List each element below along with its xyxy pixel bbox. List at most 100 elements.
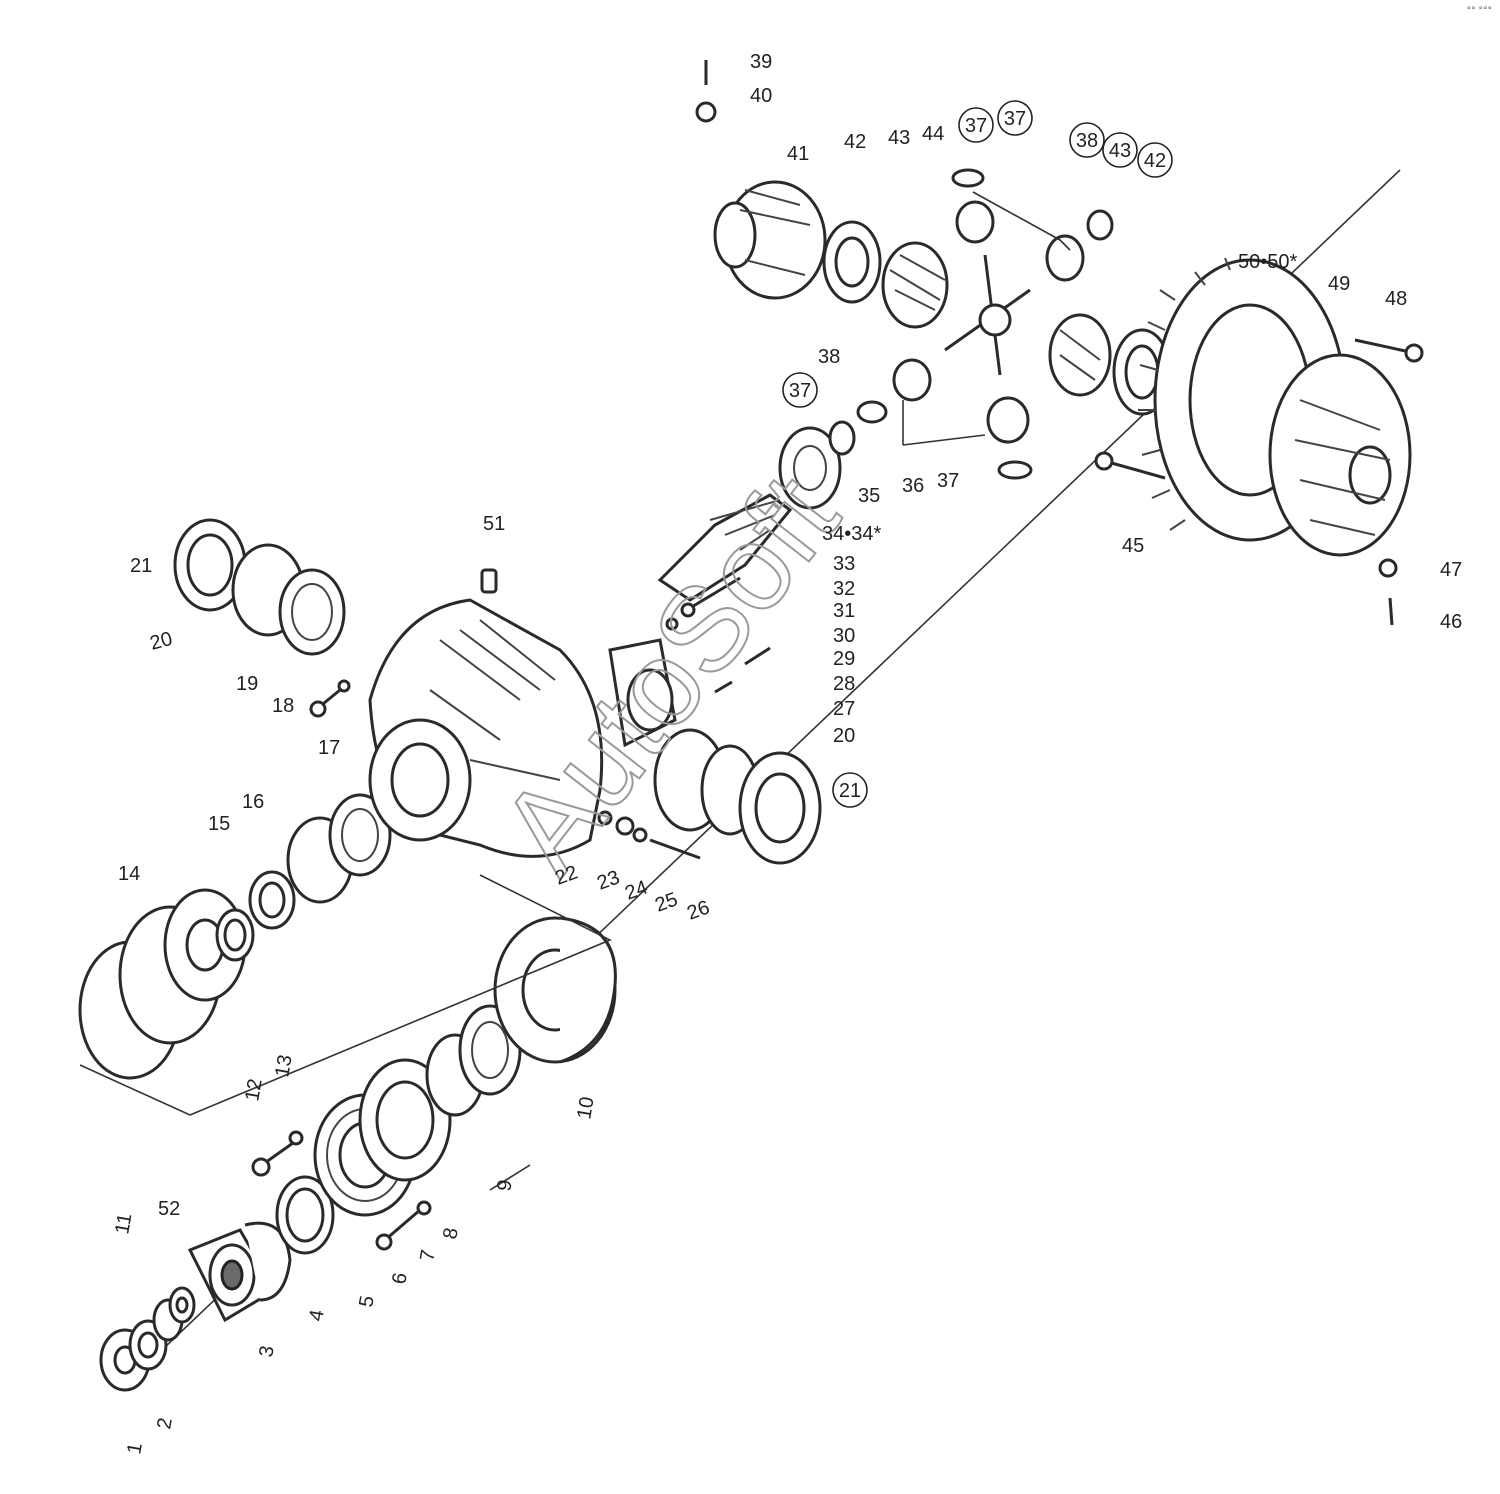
part-44-spider	[944, 254, 1031, 376]
part-38-pinion-gear-left	[892, 358, 932, 402]
part-label: 39	[750, 51, 772, 73]
part-label: 8	[439, 1226, 463, 1241]
part-label: 6	[388, 1271, 412, 1286]
circled-label-text: 38	[1076, 130, 1098, 152]
part-label: 3	[255, 1344, 279, 1359]
part-label: 4	[305, 1308, 329, 1323]
part-51-pin	[480, 568, 498, 594]
part-32-33-bolts	[665, 576, 741, 631]
circled-label-text: 37	[965, 115, 987, 137]
part-label: 20	[833, 725, 855, 747]
part-label: 46	[1440, 611, 1462, 633]
part-47-nut	[1378, 558, 1398, 578]
part-45-bolt	[1094, 451, 1166, 480]
part-label: 19	[236, 673, 258, 695]
part-27-bearing-cap	[608, 638, 677, 748]
part-49-case-half	[1268, 353, 1412, 557]
circled-label-text: 43	[1109, 140, 1131, 162]
part-label: 35	[858, 485, 880, 507]
part-label: 26	[684, 896, 712, 924]
label-circle	[958, 107, 994, 143]
group-bracket-14	[79, 874, 612, 1116]
part-21-bearing-nut-right	[738, 751, 822, 865]
part-10-housing	[493, 916, 617, 1064]
circled-label: 42	[1137, 142, 1173, 178]
circled-label-text: 37	[789, 380, 811, 402]
part-label: 28	[833, 673, 855, 695]
part-label: 16	[242, 791, 264, 813]
label-circle	[1102, 132, 1138, 168]
circled-label: 21	[832, 772, 868, 808]
part-19-washer	[337, 679, 351, 693]
part-label: 31	[833, 600, 855, 622]
part-label: 9	[493, 1178, 517, 1193]
label-circle	[782, 372, 818, 408]
part-36-washer	[828, 420, 856, 456]
part-23-26-fasteners	[597, 810, 701, 860]
circled-label: 37	[997, 100, 1033, 136]
part-18-bolt	[309, 688, 341, 718]
label-circle	[1069, 122, 1105, 158]
part-52-seal	[168, 1286, 196, 1324]
part-label: 17	[318, 737, 340, 759]
group-bracket-9	[489, 1164, 531, 1191]
part-37-washers	[856, 168, 1114, 480]
part-label: 25	[652, 888, 680, 916]
part-label: 34•34*	[822, 523, 881, 545]
part-4-oil-seal	[275, 1175, 335, 1255]
group-bracket-38	[902, 400, 986, 446]
part-34-pinion	[657, 493, 793, 602]
part-40-nut	[695, 101, 717, 123]
part-label: 29	[833, 648, 855, 670]
corner-mark: °° °°°	[1466, 6, 1492, 16]
part-3-flange	[187, 1221, 292, 1323]
part-label: 44	[922, 123, 944, 145]
part-38-pinion-gear-right	[1045, 234, 1085, 282]
part-label: 12	[241, 1077, 267, 1103]
part-label: 42	[844, 131, 866, 153]
part-42-washer	[822, 220, 882, 304]
label-circle	[997, 100, 1033, 136]
parts-illustration	[78, 60, 1424, 1392]
part-label: 21	[130, 555, 152, 577]
part-label: 37	[937, 470, 959, 492]
part-48-bolt	[1354, 338, 1424, 363]
part-35-bearing	[778, 426, 842, 510]
label-circle	[832, 772, 868, 808]
part-label: 2	[153, 1416, 177, 1431]
circled-label: 43	[1102, 132, 1138, 168]
part-label: 7	[416, 1248, 440, 1263]
part-38-pinion-gear-bottom	[986, 396, 1030, 444]
part-label: 38	[818, 346, 840, 368]
part-label: 33	[833, 553, 855, 575]
part-43-side-gear	[881, 241, 949, 329]
circled-label-text: 42	[1144, 150, 1166, 172]
part-label: 18	[272, 695, 294, 717]
label-circle	[1137, 142, 1173, 178]
circled-label-text: 37	[1004, 108, 1026, 130]
part-label: 32	[833, 578, 855, 600]
part-label: 30	[833, 625, 855, 647]
group-bracket-38-top	[972, 191, 1071, 251]
part-label: 10	[573, 1095, 599, 1121]
circled-part-labels: 21 37 37 38 37 43 42	[782, 100, 1173, 808]
part-label: 43	[888, 127, 910, 149]
part-13-washer	[288, 1130, 304, 1146]
part-label: 5	[355, 1294, 379, 1309]
circled-label-text: 21	[839, 780, 861, 802]
part-17-bearing	[286, 793, 392, 904]
part-15-ring	[215, 908, 255, 962]
circled-label: 38	[1069, 122, 1105, 158]
part-20-bearing	[231, 543, 346, 656]
part-label: 40	[750, 85, 772, 107]
part-28-30-bolts	[714, 646, 771, 694]
part-label: 51	[483, 513, 505, 535]
circled-label: 37	[782, 372, 818, 408]
part-label: 14	[118, 863, 140, 885]
part-38-pinion-gear-top	[955, 200, 995, 244]
part-41-diff-case	[713, 180, 827, 300]
part-21-bearing-nut	[173, 518, 247, 612]
circled-label: 37	[958, 107, 994, 143]
part-label: 52	[158, 1198, 180, 1220]
